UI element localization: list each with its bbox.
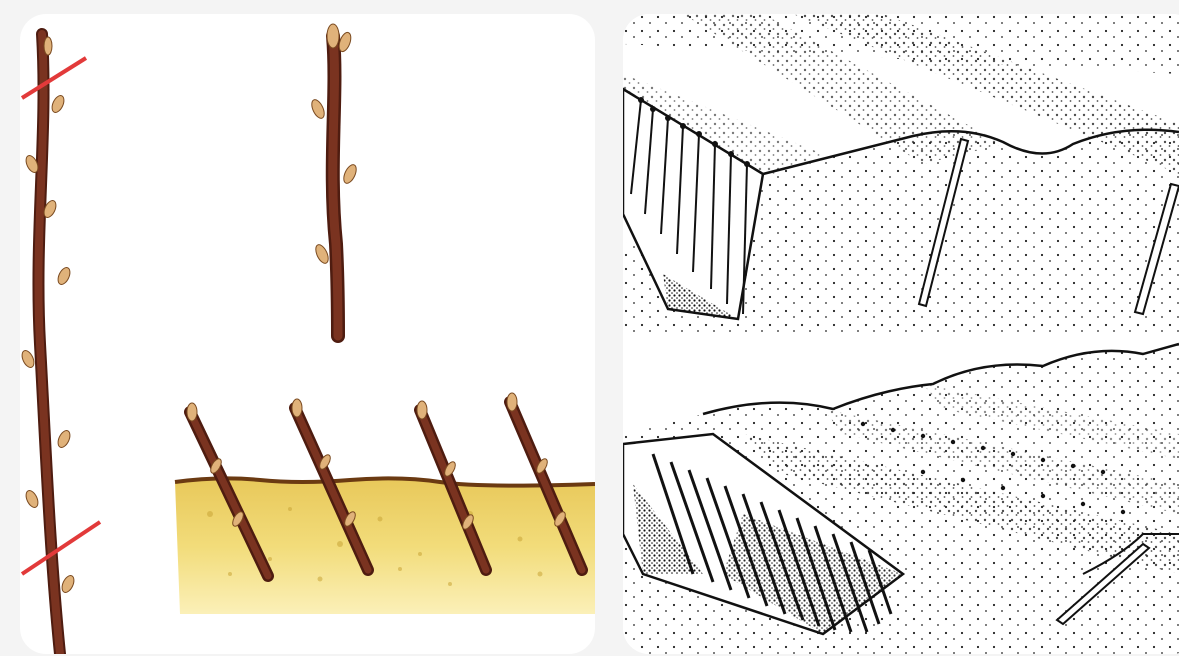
single-cutting xyxy=(309,24,359,336)
ink-illustration xyxy=(623,14,1179,654)
color-illustration-panel xyxy=(20,14,595,654)
cut-line-top xyxy=(22,58,86,98)
ink-illustration-panel xyxy=(623,14,1179,654)
color-illustration xyxy=(20,14,595,654)
soil-block xyxy=(175,478,595,614)
mother-shoot xyxy=(20,34,76,654)
cut-line-bottom xyxy=(22,522,100,574)
